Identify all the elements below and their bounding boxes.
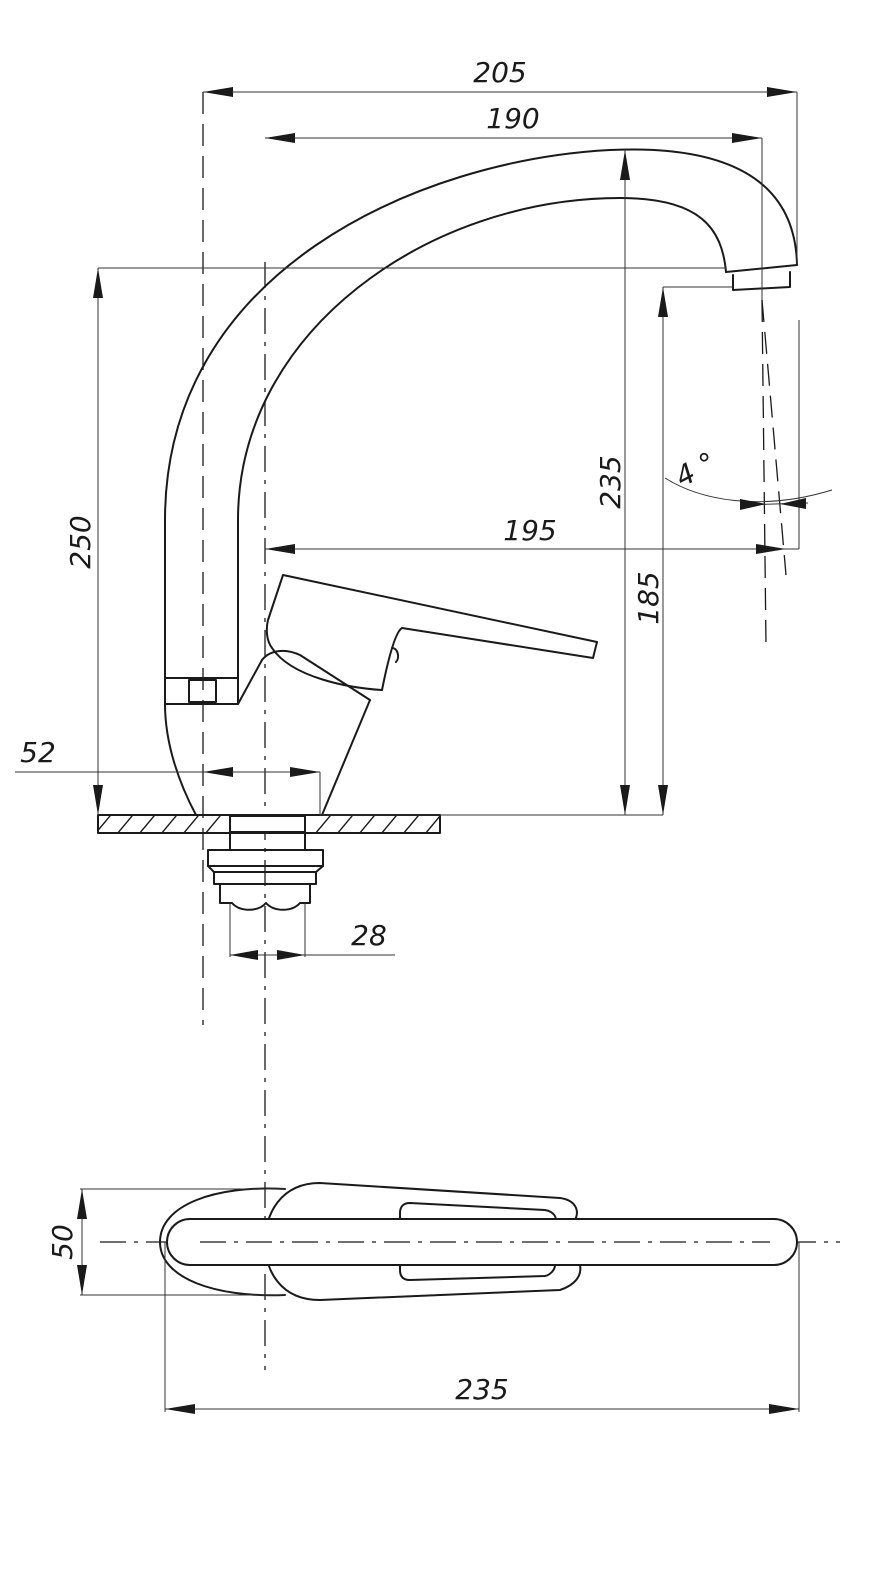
axis-line-outlet bbox=[761, 299, 767, 646]
plate-bore bbox=[229, 815, 306, 833]
body-outline bbox=[164, 659, 371, 816]
dim-195: 195 bbox=[503, 514, 556, 547]
plan-lever-outline bbox=[264, 1182, 582, 1301]
side-view: 205 190 250 235 185 195 bbox=[15, 56, 833, 1370]
spout-inner bbox=[237, 197, 727, 679]
dim-50: 50 bbox=[46, 1224, 79, 1260]
lever-detail bbox=[391, 647, 400, 663]
plan-body-outline bbox=[159, 1187, 286, 1297]
dim-28: 28 bbox=[351, 919, 387, 952]
collar-key bbox=[188, 679, 217, 703]
plate-hatching bbox=[98, 815, 440, 833]
dim-185: 185 bbox=[632, 571, 665, 624]
dim-235-length: 235 bbox=[455, 1373, 508, 1406]
fixing-nut bbox=[207, 849, 324, 885]
lever-handle bbox=[265, 574, 598, 691]
thread-end bbox=[219, 883, 311, 911]
dim-angle: 4 ° bbox=[670, 445, 721, 493]
axis-line-outlet-tilt bbox=[761, 299, 787, 576]
dim-250: 250 bbox=[64, 515, 97, 568]
collar-ring bbox=[164, 677, 239, 705]
plan-view: 50 235 bbox=[46, 1182, 840, 1414]
dim-52: 52 bbox=[20, 736, 56, 769]
dim-235-height: 235 bbox=[594, 455, 627, 508]
dim-190: 190 bbox=[486, 102, 539, 135]
body-cartridge bbox=[261, 649, 371, 701]
spout-outer bbox=[164, 148, 798, 679]
plan-lever-slot bbox=[399, 1202, 557, 1281]
thread-shank bbox=[229, 832, 306, 851]
dim-205: 205 bbox=[473, 56, 526, 89]
